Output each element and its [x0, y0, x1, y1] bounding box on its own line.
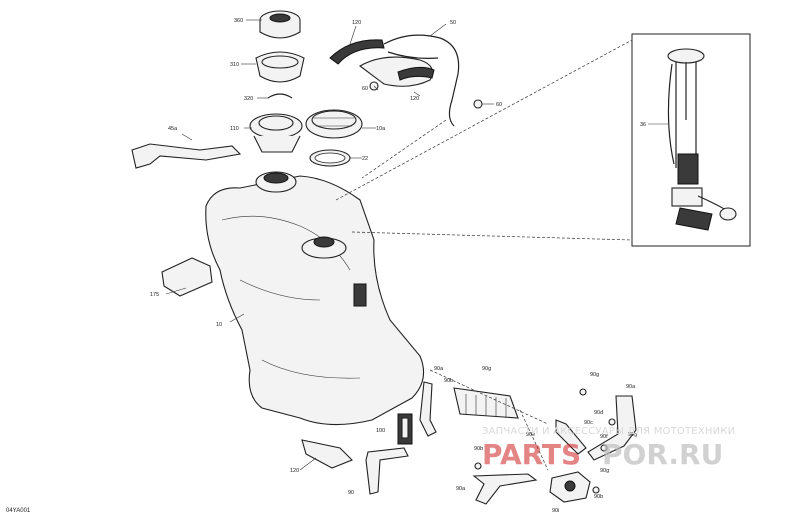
callout: 90g — [628, 432, 637, 438]
callout: 110 — [230, 126, 239, 132]
valve-100 — [397, 413, 413, 445]
callout: 90i — [552, 508, 559, 514]
clip-320 — [267, 93, 293, 99]
pad-120 — [301, 439, 353, 469]
callout: 120 — [290, 468, 299, 474]
callout: 50 — [450, 20, 456, 26]
callout: 90a — [456, 486, 466, 492]
callout: 90d — [594, 410, 603, 416]
callout: 120 — [410, 96, 419, 102]
clamp-60 — [369, 81, 483, 109]
hose-90 — [365, 447, 409, 495]
seal-ring — [309, 149, 351, 167]
callout: 90e — [526, 432, 535, 438]
hose-90a-left — [419, 381, 437, 437]
callout: 90g — [482, 366, 491, 372]
fuel-tank — [205, 171, 425, 426]
callout: 90 — [348, 490, 354, 496]
hose-45a — [131, 143, 242, 169]
watermark-brand-left: PARTS — [482, 438, 581, 471]
callout: 22 — [362, 156, 368, 162]
coiled-hose-top — [329, 34, 460, 127]
heat-shield-175 — [161, 257, 213, 297]
canister — [453, 387, 519, 419]
callout: 90b — [594, 494, 603, 500]
callout: 60 — [362, 86, 368, 92]
watermark-tagline: ЗАПЧАСТИ И АКСЕССУАРЫ ДЛЯ МОТОТЕХНИКИ — [482, 426, 736, 437]
hose-90i — [472, 473, 538, 505]
callout: 36 — [640, 122, 646, 128]
callout: 175 — [150, 292, 159, 298]
flange-110 — [249, 113, 303, 153]
callout: 360 — [234, 18, 243, 24]
fuel-pump-detail — [631, 33, 751, 247]
callout: 320 — [244, 96, 253, 102]
callout: 90f — [600, 434, 608, 440]
cap-ring — [255, 51, 305, 83]
pump-valve — [549, 471, 591, 503]
watermark-brand-right: POR.RU — [602, 438, 723, 471]
callout: 90a — [434, 366, 444, 372]
callout: 90b — [474, 446, 483, 452]
callout: 100 — [376, 428, 385, 434]
callout: 60 — [496, 102, 502, 108]
hose-right — [555, 395, 637, 461]
callout: 90g — [590, 372, 599, 378]
callout: 10 — [216, 322, 222, 328]
callout: 10a — [376, 126, 386, 132]
callout: 120 — [352, 20, 361, 26]
fuel-cap — [259, 10, 301, 39]
callout: 310 — [230, 62, 239, 68]
lock-ring — [305, 109, 363, 139]
callout: 90b — [444, 378, 453, 384]
coiled-hose-mid — [359, 56, 435, 87]
callout: 90g — [600, 468, 609, 474]
clamps-90g — [474, 388, 616, 494]
callout: 90a — [626, 384, 636, 390]
callout: 90c — [584, 420, 593, 426]
callout: 45a — [168, 126, 178, 132]
diagram-code: 04YA001 — [6, 508, 31, 514]
